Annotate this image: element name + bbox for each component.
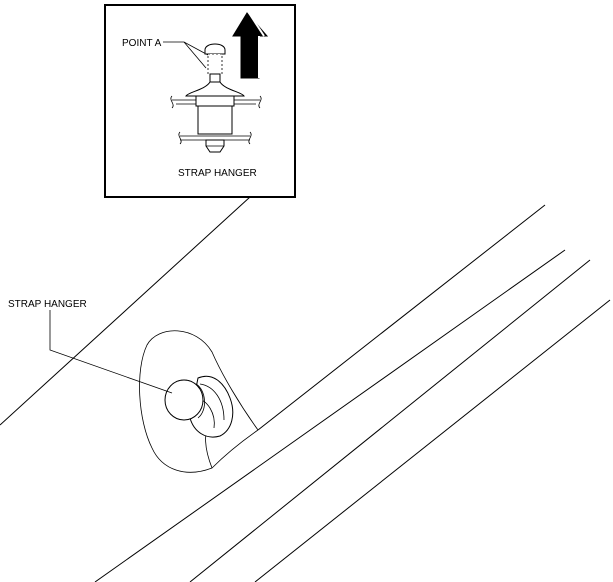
section-flange (195, 95, 235, 107)
section-shoulder (185, 81, 245, 97)
section-cap (204, 43, 226, 55)
section-panel-break-left (170, 95, 174, 109)
section-neck (209, 73, 221, 83)
strap-hanger-section (170, 43, 262, 153)
section-body (197, 105, 233, 135)
hanger-base-ridge-1 (199, 383, 225, 421)
rail-line-1 (0, 196, 251, 426)
strap-hanger-main (164, 375, 234, 438)
roof-rail-lines (0, 196, 611, 582)
rail-line-4 (189, 259, 591, 582)
rail-line-3 (94, 249, 566, 582)
hanger-knob (164, 379, 204, 421)
arrow-highlight (248, 12, 265, 78)
inset-caption: STRAP HANGER (178, 168, 257, 179)
section-panel-break-right (258, 95, 262, 109)
hanger-knob-rim (195, 383, 205, 419)
rail-line-5 (254, 299, 611, 582)
callout-label: STRAP HANGER (8, 299, 87, 310)
rail-line-2 (257, 204, 546, 431)
section-lower-break-left (178, 131, 182, 145)
point-a-label: POINT A (122, 38, 162, 49)
section-stem (207, 53, 223, 75)
callout-leader (49, 310, 173, 394)
point-a-leader-2 (183, 41, 207, 69)
section-lower-break-right (248, 131, 252, 145)
